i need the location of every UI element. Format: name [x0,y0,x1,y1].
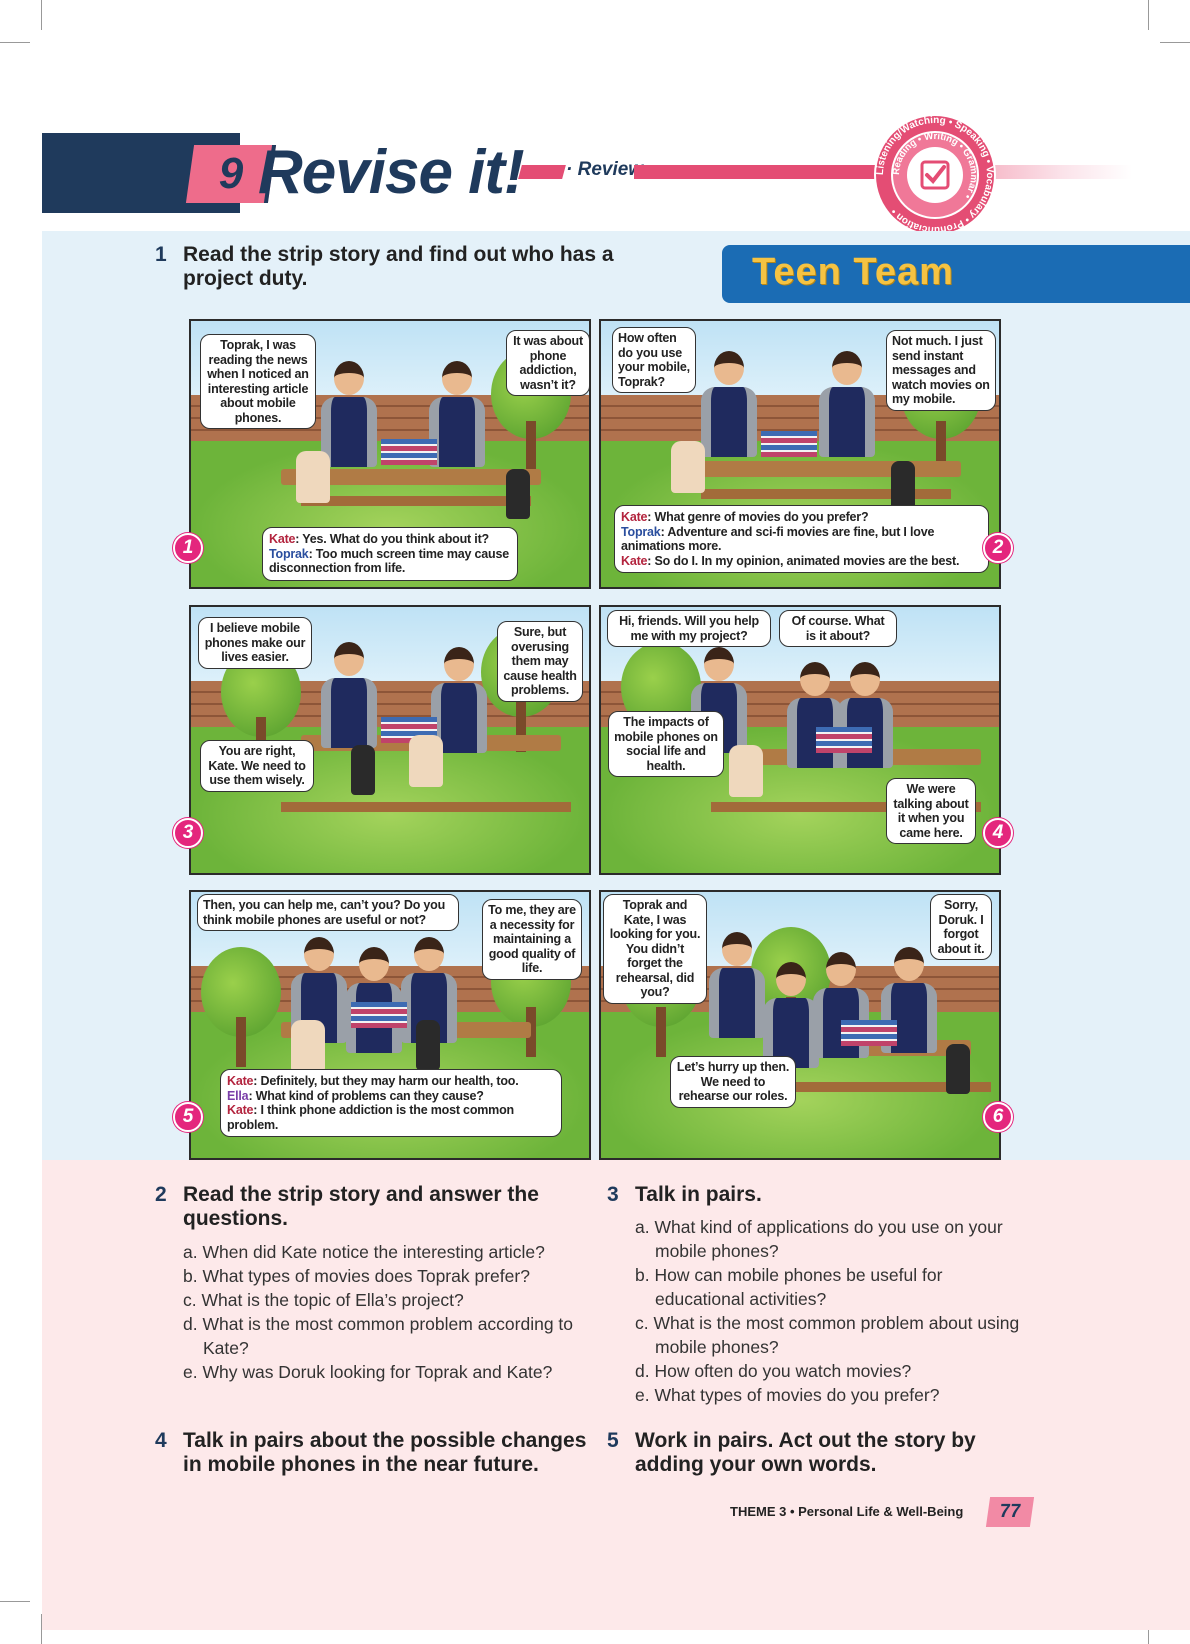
page-title: Revise it! [258,138,525,207]
exercise-2-questions: a. When did Kate notice the interesting … [183,1240,583,1384]
speaker-name: Kate [269,532,296,546]
page-number: 77 [985,1497,1035,1527]
skills-badge-icon: Listening/Watching • Speaking • Vocabula… [874,114,996,236]
exercise-1-number: 1 [155,243,167,266]
speech-bubble-toprak: Sorry, Doruk. I forgot about it. [930,894,992,960]
exercise-3-instruction: Talk in pairs. [635,1183,762,1206]
question-item: d. What is the most common problem accor… [183,1314,574,1358]
exercise-3-number: 3 [607,1183,619,1206]
speech-bubble-toprak: You are right, Kate. We need to use them… [200,740,314,792]
speech-bubble-toprak: Not much. I just send instant messages a… [886,330,996,411]
dialogue-text: : Too much screen time may cause disconn… [269,546,509,576]
panel-number-badge: 3 [173,818,203,848]
exercise-4-instruction-line1: Talk in pairs about the possible changes [183,1429,587,1452]
exercise-3-questions: a. What kind of applications do you use … [635,1215,1035,1407]
dialogue-text: : What kind of problems can they cause? [248,1088,484,1103]
speaker-name: Kate [621,553,648,568]
unit-number: 9 [218,149,244,198]
question-item: b. How can mobile phones be useful for e… [635,1265,943,1309]
header-accent-bar [634,165,884,179]
dialogue-text: : I think phone addiction is the most co… [227,1103,514,1132]
exercise-5-instruction-line1: Work in pairs. Act out the story by [635,1429,976,1452]
crop-mark [1148,0,1149,30]
crop-mark [41,1614,42,1644]
panel-number-badge: 6 [983,1102,1013,1132]
exercises-section-background [42,1160,1190,1630]
dialogue-text: : So do I. In my opinion, animated movie… [647,553,960,568]
speech-bubble-ella: Hi, friends. Will you help me with my pr… [607,610,771,647]
question-item: c. What is the topic of Ella’s project? [183,1290,464,1310]
exercise-2-instruction-line1: Read the strip story and answer the [183,1183,539,1206]
speaker-name: Kate [227,1074,254,1088]
dialogue-line: Kate: Yes. What do you think about it? [269,532,511,547]
speech-bubble-kate: How often do you use your mobile, Toprak… [612,327,696,393]
exercise-1-instruction-line2: project duty. [183,267,308,290]
speech-bubble-ella: Then, you can help me, can’t you? Do you… [197,894,459,931]
panel-number-badge: 2 [983,533,1013,563]
question-item: a. What kind of applications do you use … [635,1217,1003,1261]
speech-bubble-ella: The impacts of mobile phones on social l… [608,711,724,777]
exercise-4-number: 4 [155,1429,167,1452]
speech-bubble-doruk: Toprak and Kate, I was looking for you. … [603,894,707,1004]
question-item: b. What types of movies does Toprak pref… [183,1266,530,1286]
speech-bubble-kate: Toprak, I was reading the news when I no… [200,334,316,429]
panel-number-badge: 4 [983,818,1013,848]
dialogue-box-1: Kate: Yes. What do you think about it? T… [262,527,518,581]
question-item: c. What is the most common problem about… [635,1313,1020,1357]
dialogue-line: Kate: What genre of movies do you prefer… [621,510,982,525]
dialogue-text: : Definitely, but they may harm our heal… [253,1074,519,1088]
speaker-name: Kate [621,510,648,524]
dialogue-text: : Yes. What do you think about it? [295,532,489,546]
speech-bubble-doruk: Let’s hurry up then. We need to rehearse… [670,1056,796,1108]
dialogue-line: Kate: Definitely, but they may harm our … [227,1074,555,1089]
question-item: d. How often do you watch movies? [635,1361,912,1381]
exercise-4-instruction-line2: in mobile phones in the near future. [183,1453,539,1476]
speaker-name: Toprak [269,546,309,561]
exercise-5-instruction-line2: adding your own words. [635,1453,877,1476]
crop-mark [1160,42,1190,43]
speech-bubble-kate: Sure, but overusing them may cause healt… [497,621,583,702]
panel-number-badge: 5 [173,1102,203,1132]
header-accent-bar [518,165,566,179]
panel-number-badge: 1 [173,533,203,563]
exercise-5-number: 5 [607,1429,619,1452]
speech-bubble-toprak: To me, they are a necessity for maintain… [482,899,582,980]
speaker-name: Ella [227,1088,249,1103]
speech-bubble-toprak: Of course. What is it about? [779,610,897,647]
dialogue-line: Kate: I think phone addiction is the mos… [227,1103,555,1132]
speaker-name: Kate [227,1103,254,1117]
question-item: a. When did Kate notice the interesting … [183,1242,545,1262]
dialogue-text: : Adventure and sci-fi movies are fine, … [621,524,935,554]
dialogue-line: Toprak: Adventure and sci-fi movies are … [621,525,982,554]
dialogue-line: Kate: So do I. In my opinion, animated m… [621,554,982,569]
dialogue-line: Toprak: Too much screen time may cause d… [269,547,511,576]
footer-theme: THEME 3 • Personal Life & Well-Being [730,1504,964,1519]
question-item: e. What types of movies do you prefer? [635,1385,940,1405]
page-subtitle: · Review [566,159,644,180]
speech-bubble-toprak: It was about phone addiction, wasn’t it? [506,330,590,396]
speaker-name: Toprak [621,524,661,539]
dialogue-box-2: Kate: What genre of movies do you prefer… [614,505,989,573]
dialogue-text: : What genre of movies do you prefer? [647,510,869,524]
exercise-1-instruction-line1: Read the strip story and find out who ha… [183,243,614,266]
dialogue-line: Ella: What kind of problems can they cau… [227,1089,555,1104]
speech-bubble-toprak: I believe mobile phones make our lives e… [198,617,312,669]
question-item: e. Why was Doruk looking for Toprak and … [183,1362,553,1382]
speech-bubble-kate: We were talking about it when you came h… [886,778,976,844]
teen-team-title: Teen Team [752,251,954,293]
teen-team-banner: Teen Team [722,245,1190,303]
exercise-2-number: 2 [155,1183,167,1206]
crop-mark [41,0,42,30]
exercise-2-instruction-line2: questions. [183,1207,289,1230]
crop-mark [0,42,30,43]
dialogue-box-5: Kate: Definitely, but they may harm our … [220,1069,562,1137]
crop-mark [0,1601,30,1602]
